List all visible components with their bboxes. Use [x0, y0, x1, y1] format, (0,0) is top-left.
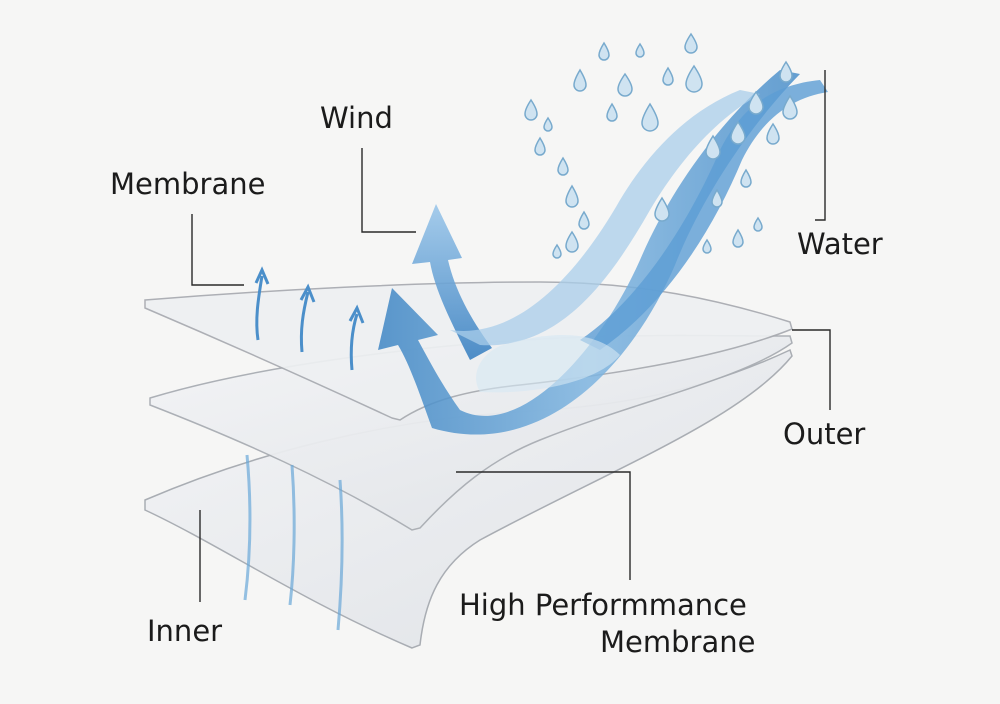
water-label: Water	[797, 227, 883, 261]
vapour-arrow-head-2	[299, 283, 316, 303]
leader-outer	[792, 329, 831, 410]
outer-label: Outer	[783, 417, 866, 451]
high-performance-label-line1: High Performmance	[459, 588, 747, 622]
leader-wind	[361, 148, 416, 233]
leader-membrane	[191, 214, 244, 286]
wind-arrow	[412, 204, 492, 360]
breathability-lines	[243, 454, 344, 631]
leader-high-performance	[456, 471, 631, 580]
vapour-arrow-3	[349, 313, 359, 371]
inner-label: Inner	[147, 614, 223, 648]
high-performance-label-line2: Membrane	[600, 625, 756, 659]
wind-label: Wind	[320, 101, 393, 135]
membrane-label: Membrane	[110, 167, 266, 201]
vapour-arrow-1	[255, 275, 264, 341]
vapour-arrow-2	[299, 291, 310, 353]
vapour-arrow-head-1	[254, 266, 270, 285]
vapour-arrows	[254, 266, 365, 371]
leader-lines	[191, 70, 831, 602]
water-droplets	[524, 32, 798, 259]
vapour-arrow-head-3	[348, 304, 365, 324]
leader-water	[815, 70, 826, 221]
